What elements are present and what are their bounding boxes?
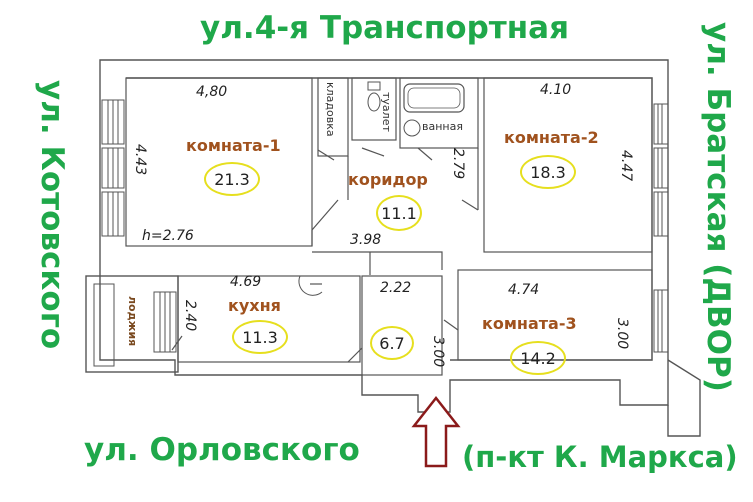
room-1-width: 4,80	[196, 84, 228, 100]
room-1-area: 21.3	[204, 162, 260, 196]
room-3-label: комната-3	[482, 314, 577, 333]
room-3-depth: 3.00	[614, 318, 630, 350]
street-left: ул. Котовского	[34, 80, 70, 350]
room-3-width: 4.74	[508, 282, 540, 298]
room-1-depth: 4.43	[132, 144, 148, 176]
room-1-outline	[125, 77, 313, 247]
toilet-icon	[367, 92, 381, 112]
corridor-length: 3.98	[350, 232, 382, 248]
storage-outline	[317, 77, 349, 157]
room-2-depth: 4.47	[618, 150, 634, 182]
entrance-arrow-icon	[411, 395, 461, 468]
corridor-width: 2.79	[450, 148, 466, 180]
doors	[171, 147, 479, 363]
room-1-label: комната-1	[186, 136, 281, 155]
kitchen-area: 11.3	[232, 320, 288, 354]
loggia-label: лоджия	[126, 296, 139, 347]
storage-label: кладовка	[324, 82, 337, 137]
hall-outline	[361, 275, 443, 376]
ceiling-height: h=2.76	[142, 228, 194, 244]
street-bottom: ул. Орловского	[84, 432, 360, 468]
kitchen-depth: 2.40	[182, 300, 198, 332]
windows	[101, 99, 669, 353]
sink-icon	[403, 119, 421, 137]
room-2-label: комната-2	[504, 128, 599, 147]
hall-width: 2.22	[380, 280, 412, 296]
kitchen-label: кухня	[228, 296, 281, 315]
bathroom-label: ванная	[422, 120, 463, 133]
kitchen-outline	[177, 275, 361, 363]
street-right: ул. Братская (ДВОР)	[700, 22, 736, 392]
hall-area: 6.7	[370, 326, 414, 360]
corridor-label: коридор	[348, 170, 428, 189]
street-bottom-right: (п-кт К. Маркса)	[462, 440, 738, 474]
bathtub-icon	[403, 83, 465, 113]
room-3-area: 14.2	[510, 341, 566, 375]
street-top: ул.4-я Транспортная	[200, 10, 569, 46]
annex-wall	[667, 359, 701, 437]
outer-wall	[99, 59, 669, 413]
entrance-depth: 3.00	[430, 336, 446, 368]
bathroom-outline	[399, 77, 479, 149]
toilet-label: туалет	[380, 92, 393, 132]
room-2-width: 4.10	[540, 82, 572, 98]
kitchen-width: 4.69	[230, 274, 262, 290]
room-2-outline	[483, 77, 653, 253]
corridor-walls	[311, 148, 479, 275]
room-2-area: 18.3	[520, 155, 576, 189]
corridor-area: 11.1	[376, 195, 422, 231]
toilet-outline	[351, 77, 397, 141]
